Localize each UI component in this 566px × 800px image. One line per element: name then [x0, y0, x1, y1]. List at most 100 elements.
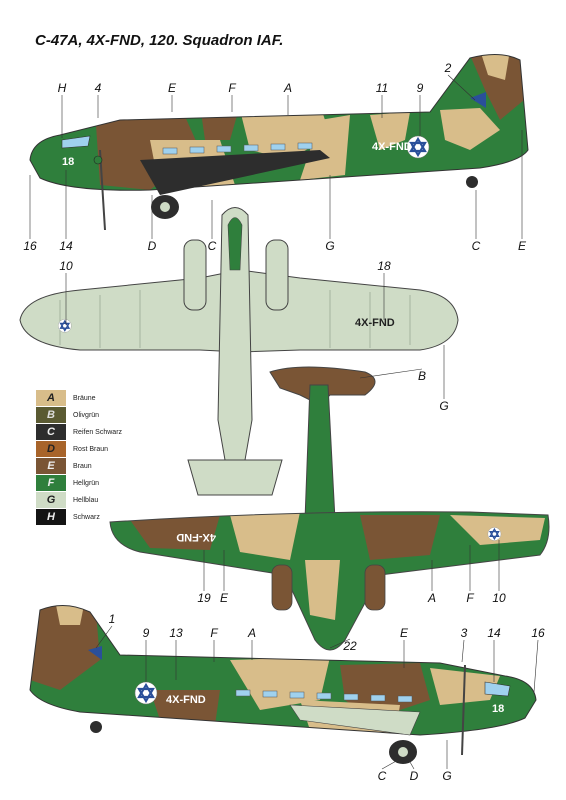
- legend-label: Olivgrün: [73, 411, 100, 419]
- plan-view-upper: 4X-FND: [19, 207, 459, 496]
- callout-label: D: [148, 239, 157, 253]
- camo-tan-patch: [440, 108, 500, 150]
- callout-label: A: [427, 591, 436, 605]
- lower-fuselage-rear: [304, 384, 336, 521]
- callout-label: G: [325, 239, 334, 253]
- wing-root-shadow: [140, 150, 330, 195]
- camo-brown-patch: [470, 55, 528, 120]
- callout-label: G: [439, 399, 448, 413]
- right-nacelle: [265, 239, 289, 311]
- legend-swatch: F: [36, 475, 66, 491]
- fin-flash: [470, 92, 486, 108]
- upper-cockpit-area: [227, 217, 243, 271]
- callout-label: 22: [342, 639, 357, 653]
- callout-leader: [95, 625, 113, 649]
- callout-label: 19: [197, 591, 211, 605]
- callout-label: 10: [59, 259, 73, 273]
- callout-label: 14: [487, 626, 501, 640]
- callout-label: 14: [59, 239, 73, 253]
- callout-label: F: [228, 81, 236, 95]
- callout-label: 13: [169, 626, 183, 640]
- spinner: [93, 155, 103, 165]
- legend-swatch: D: [36, 441, 66, 457]
- callout-label: 16: [23, 239, 37, 253]
- callout-leader: [461, 639, 465, 663]
- callout-label: C: [378, 769, 387, 783]
- callout-label: F: [466, 591, 474, 605]
- propeller: [99, 149, 106, 231]
- callout-leader: [447, 74, 476, 101]
- lower-right-nacelle: [364, 564, 386, 611]
- cockpit-window: [61, 135, 91, 149]
- fuselage-outline: [29, 54, 529, 191]
- side-profile-port: 4X-FND 18: [29, 605, 537, 764]
- main-wheel-hub: [160, 202, 170, 212]
- upper-tailplane: [187, 459, 283, 496]
- legend-item: E Braun: [36, 458, 146, 474]
- callout-leader: [533, 639, 539, 693]
- callout-label: F: [210, 626, 218, 640]
- lower-left-nacelle: [271, 564, 293, 611]
- page-title: C-47A, 4X-FND, 120. Squadron IAF.: [35, 32, 284, 49]
- callout-label: D: [410, 769, 419, 783]
- port-fuselage-outline: [29, 605, 537, 736]
- legend-item: D Rost Braun: [36, 441, 146, 457]
- legend-label: Hellgrün: [73, 479, 100, 487]
- left-nacelle: [183, 239, 207, 311]
- legend-swatch: H: [36, 509, 66, 525]
- plan-view-lower: 4X-FND: [109, 366, 550, 651]
- port-main-wheel-hub: [398, 747, 408, 757]
- cabin-windows: [162, 142, 313, 155]
- callout-leader: [329, 638, 351, 649]
- callout-leader: [409, 761, 415, 770]
- callout-label: 10: [492, 591, 506, 605]
- callout-label: E: [400, 626, 409, 640]
- callout-leader: [381, 759, 399, 770]
- camo-tan-patch: [480, 54, 510, 80]
- camo-tan-patch: [370, 112, 410, 150]
- callout-label: E: [518, 239, 527, 253]
- legend-swatch: E: [36, 458, 66, 474]
- callout-leader: [359, 368, 423, 379]
- legend-label: Schwarz: [73, 513, 100, 521]
- callout-label: H: [58, 81, 67, 95]
- callout-label: 9: [417, 81, 424, 95]
- wing-roundel: [57, 318, 73, 334]
- legend-swatch: B: [36, 407, 66, 423]
- legend-item: F Hellgrün: [36, 475, 146, 491]
- port-registration-text: 4X-FND: [166, 694, 206, 706]
- callout-label: 9: [143, 626, 150, 640]
- legend-label: Bräune: [73, 394, 96, 402]
- legend-label: Hellblau: [73, 496, 99, 504]
- legend-label: Braun: [73, 462, 92, 470]
- port-tail-wheel: [90, 721, 102, 733]
- legend-label: Rost Braun: [73, 445, 109, 453]
- fuselage-number: 18: [62, 156, 74, 168]
- callout-label: 2: [444, 61, 452, 75]
- callout-label: 18: [377, 259, 391, 273]
- callout-label: C: [208, 239, 217, 253]
- port-cockpit-window: [484, 681, 511, 697]
- callout-label: E: [220, 591, 229, 605]
- legend-swatch: C: [36, 424, 66, 440]
- callout-label: A: [283, 81, 292, 95]
- tail-wheel: [466, 176, 478, 188]
- callout-label: C: [472, 239, 481, 253]
- callout-label: B: [418, 369, 426, 383]
- wing-registration: 4X-FND: [355, 317, 395, 329]
- callout-label: 11: [376, 81, 388, 95]
- callout-label: 3: [461, 626, 468, 640]
- lower-wing-registration: 4X-FND: [176, 531, 216, 543]
- callout-label: E: [168, 81, 177, 95]
- port-roundel-star: [133, 680, 159, 706]
- legend-item: B Olivgrün: [36, 407, 146, 423]
- port-wing-root: [289, 704, 421, 736]
- lower-wing-roundel: [487, 526, 502, 542]
- side-profile-starboard: 4X-FND 18: [29, 54, 529, 231]
